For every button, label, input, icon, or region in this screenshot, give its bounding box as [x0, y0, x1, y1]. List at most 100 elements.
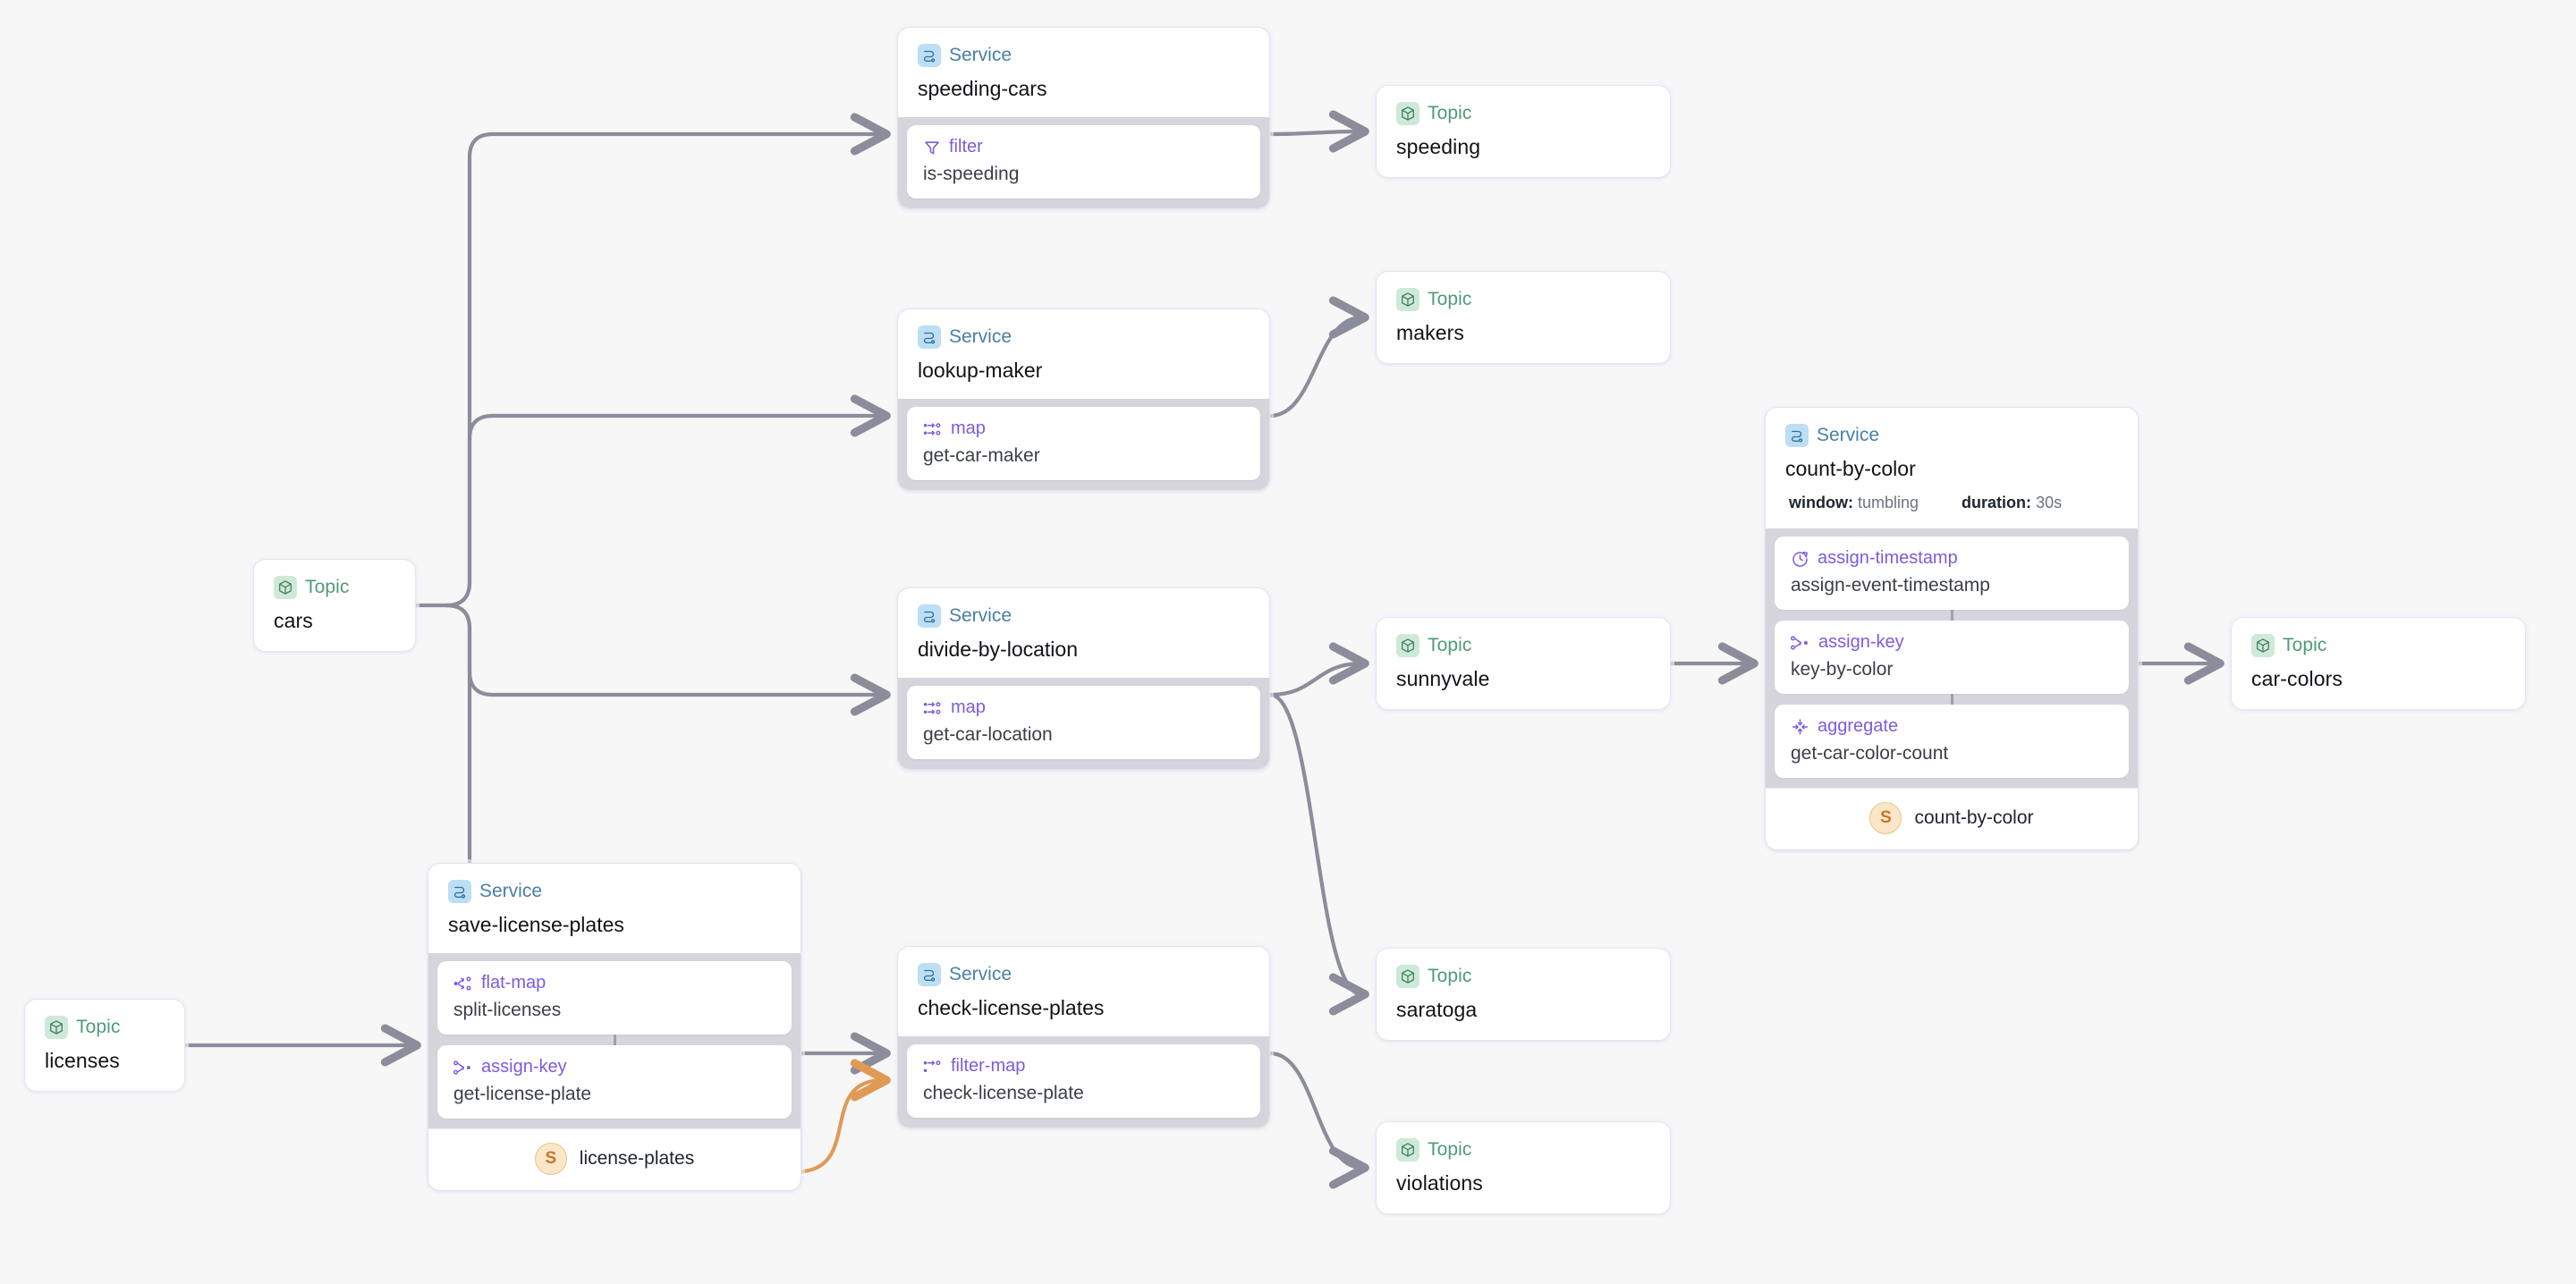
topic-tag-label: Topic — [1428, 635, 1472, 655]
operator-map[interactable]: map get-car-maker — [907, 407, 1260, 480]
topic-node-makers[interactable]: Topic makers — [1376, 271, 1671, 364]
service-state-footer[interactable]: S license-plates — [428, 1128, 801, 1190]
operator-value: split-licenses — [453, 1000, 562, 1020]
cube-icon — [1396, 1138, 1419, 1162]
operator-tray: flat-map split-licenses assign-key — [428, 953, 801, 1128]
cube-icon — [1396, 965, 1419, 988]
cube-icon — [1396, 634, 1419, 657]
operator-label: filter-map — [951, 1056, 1026, 1076]
duration-value: 30s — [2036, 494, 2063, 511]
service-node-check-license-plates[interactable]: Service check-license-plates filter-map — [897, 946, 1270, 1128]
topic-title: sunnyvale — [1396, 667, 1490, 690]
map-icon — [923, 699, 943, 717]
flat-map-icon — [453, 975, 473, 993]
operator-assign-key[interactable]: assign-key key-by-color — [1775, 621, 2129, 694]
topic-tag-label: Topic — [1428, 103, 1472, 123]
topic-node-violations[interactable]: Topic violations — [1376, 1121, 1671, 1214]
service-tag: Service — [918, 44, 1250, 67]
filter-icon — [923, 139, 941, 156]
cube-icon — [2251, 634, 2275, 657]
operator-tray: map get-car-location — [898, 678, 1269, 769]
topic-title: speeding — [1396, 135, 1481, 158]
service-icon — [918, 325, 941, 349]
operator-label: flat-map — [481, 973, 547, 993]
service-header: Service lookup-maker — [898, 309, 1269, 399]
topic-tag-label: Topic — [76, 1017, 121, 1037]
topic-tag: Topic — [1396, 1138, 1650, 1162]
service-icon — [918, 44, 941, 67]
service-header: Service count-by-color window: tumbling … — [1766, 408, 2138, 528]
cube-icon — [1396, 288, 1419, 311]
service-node-speeding-cars[interactable]: Service speeding-cars filter is-speeding — [897, 27, 1270, 209]
topic-node-saratoga[interactable]: Topic saratoga — [1376, 948, 1671, 1041]
cube-icon — [274, 576, 297, 599]
service-header: Service save-license-plates — [428, 864, 801, 953]
operator-label: assign-timestamp — [1818, 548, 1958, 568]
operator-assign-key[interactable]: assign-key get-license-plate — [437, 1045, 792, 1119]
topic-tag-label: Topic — [2283, 635, 2327, 655]
service-meta: window: tumbling duration: 30s — [1785, 494, 2118, 512]
duration-key: duration: — [1962, 494, 2032, 511]
state-badge: S — [1869, 802, 1902, 834]
operator-label: assign-key — [481, 1057, 567, 1077]
window-key: window: — [1789, 494, 1853, 511]
topic-tag-label: Topic — [1428, 966, 1472, 986]
topic-tag: Topic — [1396, 634, 1650, 657]
topic-tag: Topic — [1396, 965, 1650, 988]
operator-tray: assign-timestamp assign-event-timestamp — [1766, 528, 2138, 788]
topic-tag-label: Topic — [1428, 289, 1472, 309]
service-node-lookup-maker[interactable]: Service lookup-maker — [897, 308, 1270, 491]
operator-tray: map get-car-maker — [898, 399, 1269, 490]
service-tag-label: Service — [949, 964, 1013, 984]
operator-aggregate[interactable]: aggregate get-car-color-count — [1775, 705, 2129, 778]
topic-title: car-colors — [2251, 667, 2343, 690]
service-node-save-license-plates[interactable]: Service save-license-plates flat-map — [428, 863, 801, 1191]
service-tag: Service — [918, 325, 1250, 349]
operator-map[interactable]: map get-car-location — [907, 686, 1260, 759]
operator-value: get-license-plate — [453, 1084, 592, 1104]
operator-value: get-car-color-count — [1791, 743, 1949, 764]
operator-connector — [1775, 694, 2129, 705]
operator-filter[interactable]: filter is-speeding — [907, 125, 1260, 199]
operator-value: is-speeding — [923, 164, 1020, 184]
topic-tag: Topic — [45, 1016, 165, 1039]
operator-value: assign-event-timestamp — [1791, 575, 1990, 596]
topic-node-car-colors[interactable]: Topic car-colors — [2231, 617, 2526, 710]
operator-flat-map[interactable]: flat-map split-licenses — [437, 961, 792, 1035]
operator-assign-timestamp[interactable]: assign-timestamp assign-event-timestamp — [1775, 536, 2129, 610]
service-title: divide-by-location — [918, 638, 1078, 661]
operator-label: assign-key — [1818, 632, 1904, 652]
topic-node-sunnyvale[interactable]: Topic sunnyvale — [1376, 617, 1671, 710]
state-badge: S — [534, 1143, 567, 1175]
topic-node-licenses[interactable]: Topic licenses — [24, 999, 185, 1092]
service-icon — [1785, 424, 1809, 447]
service-icon — [918, 604, 941, 628]
window-meta: window: tumbling — [1789, 494, 1919, 512]
topic-node-speeding[interactable]: Topic speeding — [1376, 85, 1671, 178]
duration-meta: duration: 30s — [1962, 494, 2062, 512]
topic-tag-label: Topic — [1428, 1139, 1472, 1160]
service-title: speeding-cars — [918, 77, 1047, 100]
topic-node-cars[interactable]: Topic cars — [253, 559, 416, 652]
map-icon — [923, 420, 943, 438]
filter-map-icon — [923, 1058, 943, 1076]
service-title: lookup-maker — [918, 359, 1043, 382]
service-node-count-by-color[interactable]: Service count-by-color window: tumbling … — [1765, 407, 2139, 850]
topic-title: makers — [1396, 321, 1465, 344]
service-state-footer[interactable]: S count-by-color — [1766, 788, 2138, 849]
service-tag-label: Service — [949, 45, 1013, 65]
service-tag-label: Service — [949, 326, 1013, 347]
service-node-divide-by-location[interactable]: Service divide-by-location — [897, 587, 1270, 770]
service-tag: Service — [1785, 424, 2118, 447]
service-tag-label: Service — [949, 605, 1013, 626]
assign-key-icon — [453, 1059, 473, 1077]
operator-filter-map[interactable]: filter-map check-license-plate — [907, 1044, 1260, 1118]
service-tag: Service — [918, 604, 1250, 628]
service-title: check-license-plates — [918, 996, 1105, 1019]
operator-connector — [437, 1035, 792, 1045]
topic-title: violations — [1396, 1171, 1483, 1195]
service-tag: Service — [448, 880, 781, 903]
topic-tag: Topic — [1396, 288, 1650, 311]
topic-tag: Topic — [1396, 102, 1650, 125]
